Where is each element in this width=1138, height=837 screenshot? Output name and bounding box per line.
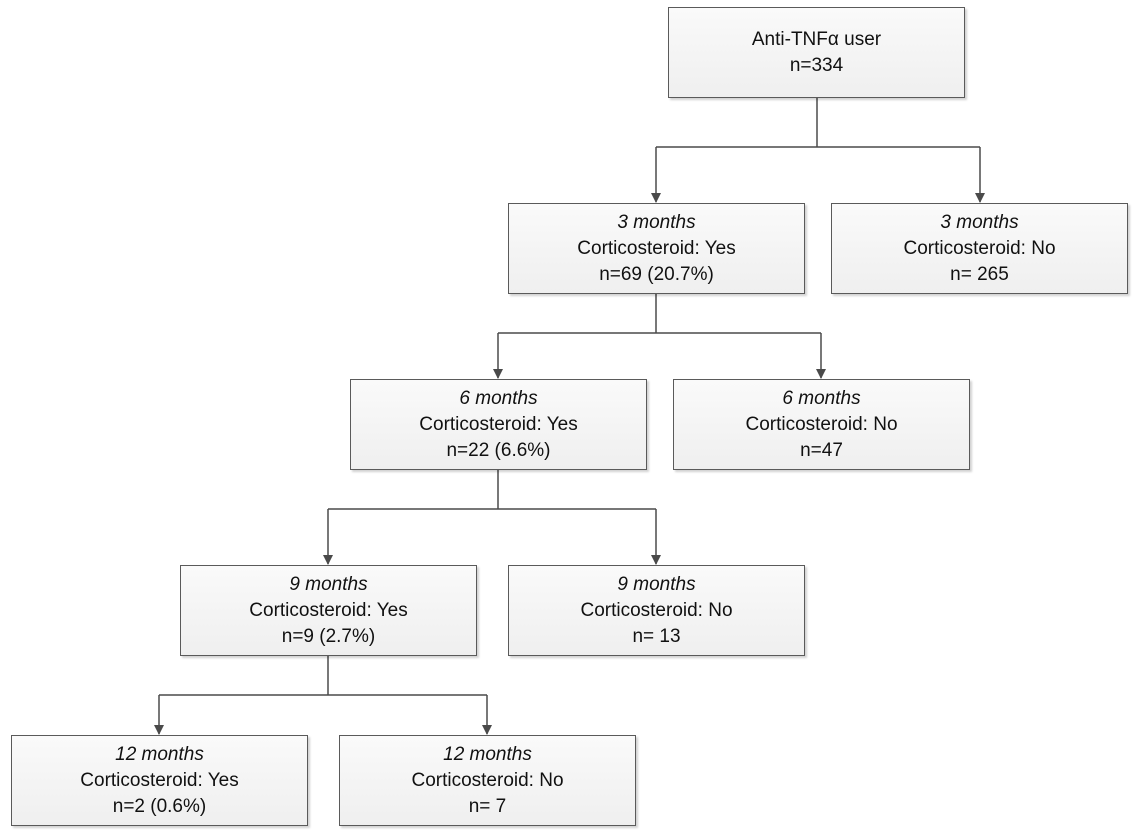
node-status: Corticosteroid: No [903,237,1056,259]
node-count: n=9 (2.7%) [281,625,376,647]
node-12-months-yes: 12 months Corticosteroid: Yes n=2 (0.6%) [11,735,308,826]
node-period: 9 months [289,573,368,595]
node-period: 3 months [617,211,696,233]
root-title: Anti-TNFα user [751,28,882,50]
node-count: n= 7 [468,795,507,817]
node-status: Corticosteroid: No [580,599,733,621]
node-6-months-no: 6 months Corticosteroid: No n=47 [673,379,970,470]
node-status: Corticosteroid: Yes [577,237,736,259]
node-3-months-yes: 3 months Corticosteroid: Yes n=69 (20.7%… [508,203,805,294]
node-12-months-no: 12 months Corticosteroid: No n= 7 [339,735,636,826]
root-node-box: Anti-TNFα user n=334 [668,7,965,98]
node-status: Corticosteroid: No [411,769,564,791]
node-status: Corticosteroid: Yes [249,599,408,621]
node-9-months-yes: 9 months Corticosteroid: Yes n=9 (2.7%) [180,565,477,656]
node-period: 12 months [115,743,204,765]
node-period: 6 months [459,387,538,409]
node-count: n=22 (6.6%) [446,439,551,461]
node-count: n= 13 [632,625,681,647]
node-period: 6 months [782,387,861,409]
node-6-months-yes: 6 months Corticosteroid: Yes n=22 (6.6%) [350,379,647,470]
node-status: Corticosteroid: Yes [80,769,239,791]
node-9-months-no: 9 months Corticosteroid: No n= 13 [508,565,805,656]
node-period: 12 months [443,743,532,765]
node-status: Corticosteroid: No [745,413,898,435]
node-3-months-no: 3 months Corticosteroid: No n= 265 [831,203,1128,294]
node-count: n=47 [800,439,843,461]
node-count: n= 265 [950,263,1009,285]
node-count: n=2 (0.6%) [112,795,207,817]
node-status: Corticosteroid: Yes [419,413,578,435]
node-count: n=69 (20.7%) [599,263,714,285]
root-count: n=334 [789,54,844,76]
node-period: 3 months [940,211,1019,233]
node-period: 9 months [617,573,696,595]
